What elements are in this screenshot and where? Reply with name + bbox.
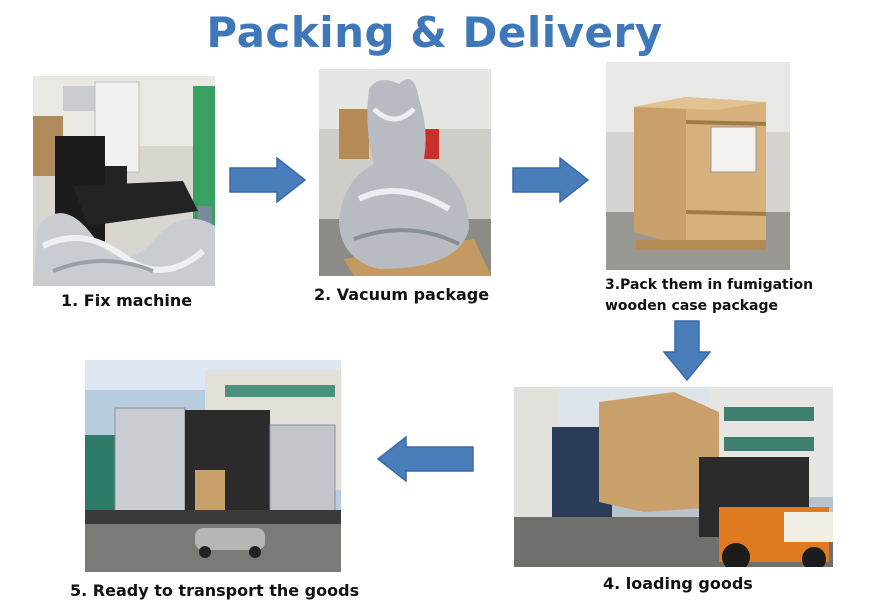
caption-step-5: 5. Ready to transport the goods bbox=[70, 581, 360, 600]
caption-step-2: 2. Vacuum package bbox=[314, 285, 490, 304]
photo-loading-goods bbox=[514, 387, 833, 567]
caption-step-1: 1. Fix machine bbox=[61, 291, 193, 310]
photo-ready-transport bbox=[85, 360, 341, 572]
caption-step-3: 3.Pack them in fumigation wooden case pa… bbox=[605, 275, 813, 317]
caption-step-3-line-1: 3.Pack them in fumigation bbox=[605, 277, 814, 293]
flow-arrow-icon bbox=[512, 157, 590, 203]
page-title: Packing & Delivery bbox=[206, 8, 663, 57]
caption-step-4: 4. loading goods bbox=[603, 574, 753, 593]
flow-arrow-icon bbox=[229, 157, 307, 203]
photo-fix-machine bbox=[33, 76, 215, 286]
flow-arrow-icon bbox=[663, 320, 711, 382]
photo-wooden-case bbox=[606, 62, 790, 270]
flow-arrow-icon bbox=[376, 436, 474, 482]
photo-vacuum-package bbox=[319, 69, 491, 276]
caption-step-3-line-2: wooden case package bbox=[605, 298, 779, 314]
